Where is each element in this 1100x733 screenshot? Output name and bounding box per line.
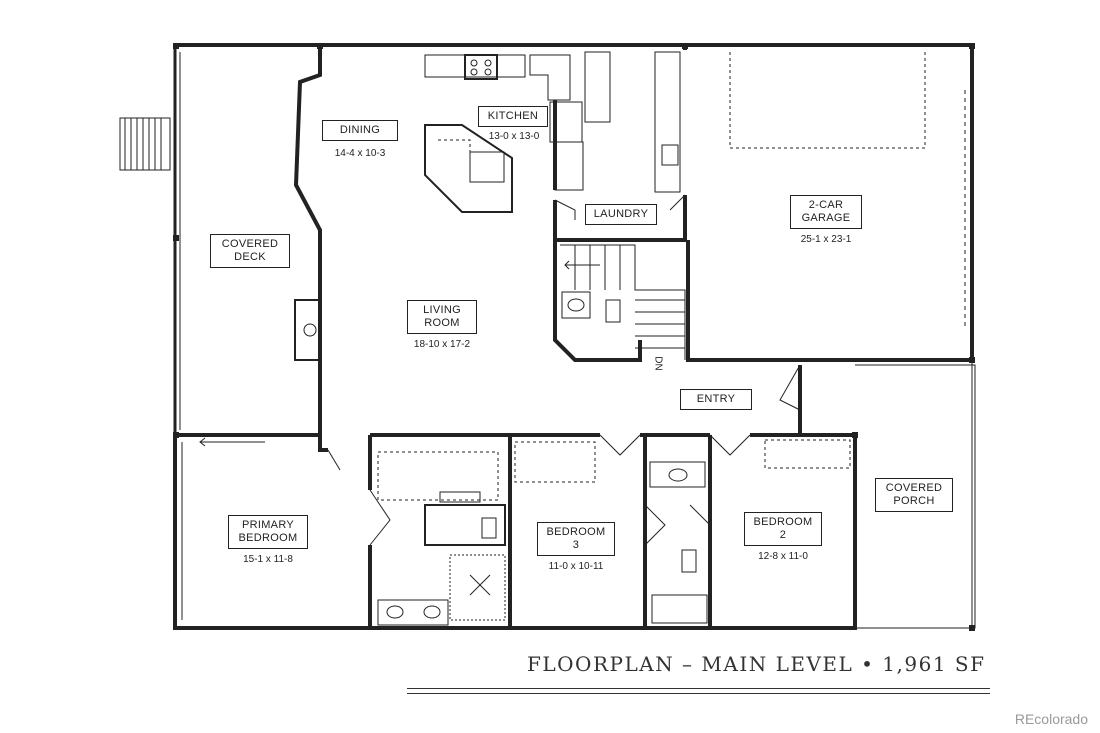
closet-shelf bbox=[377, 451, 499, 501]
bedroom3-closet bbox=[514, 441, 596, 483]
garage-name-line1: 2-CAR bbox=[808, 199, 844, 211]
covered-porch-name-line2: PORCH bbox=[893, 495, 935, 507]
double-vanity bbox=[377, 599, 449, 626]
bedroom3-name-line2: 3 bbox=[572, 539, 580, 551]
garage-size: 25-1 x 23-1 bbox=[800, 234, 852, 245]
laundry-sink bbox=[661, 144, 679, 166]
living-room-label: LIVING ROOM bbox=[407, 300, 477, 334]
entry-name: ENTRY bbox=[696, 393, 736, 405]
porch-outline bbox=[855, 364, 976, 629]
laundry-label: LAUNDRY bbox=[585, 204, 657, 225]
door-swing bbox=[369, 489, 391, 546]
door-swing bbox=[709, 434, 751, 456]
stair-treads bbox=[124, 118, 162, 170]
covered-deck-name-line1: COVERED bbox=[221, 238, 279, 250]
primary-bedroom-label: PRIMARY BEDROOM bbox=[228, 515, 308, 549]
dining-name: DINING bbox=[339, 124, 381, 136]
laundry-name: LAUNDRY bbox=[593, 208, 649, 220]
kitchen-island bbox=[424, 124, 513, 213]
door-swing bbox=[689, 504, 711, 526]
corner-posts bbox=[173, 43, 975, 631]
garage-label: 2-CAR GARAGE bbox=[790, 195, 862, 229]
floorplan-title: FLOORPLAN – MAIN LEVEL • 1,961 SF bbox=[527, 652, 986, 676]
laundry-counter bbox=[654, 51, 681, 193]
exterior-wall bbox=[320, 43, 687, 50]
door-swing bbox=[554, 199, 576, 220]
covered-porch-name-line1: COVERED bbox=[885, 482, 943, 494]
door-swing bbox=[644, 504, 666, 546]
primary-toilet bbox=[481, 517, 497, 539]
primary-toilet-room bbox=[424, 504, 506, 546]
stair-run bbox=[560, 244, 686, 360]
covered-deck-name-line2: DECK bbox=[234, 251, 266, 263]
covered-porch-label: COVERED PORCH bbox=[875, 478, 953, 512]
kitchen-label: KITCHEN bbox=[478, 106, 548, 127]
living-size: 18-10 x 17-2 bbox=[413, 339, 471, 350]
bedroom2-name-line2: 2 bbox=[779, 529, 787, 541]
stair-wall bbox=[553, 240, 642, 362]
living-name-line1: LIVING bbox=[423, 304, 461, 316]
dining-label: DINING bbox=[322, 120, 398, 141]
island-sink bbox=[469, 151, 505, 183]
laundry-wall bbox=[553, 195, 687, 242]
range bbox=[464, 54, 498, 80]
exterior-wall bbox=[293, 45, 328, 452]
primary-size: 15-1 x 11-8 bbox=[243, 554, 293, 565]
powder-sink bbox=[561, 291, 591, 319]
fireplace bbox=[294, 299, 321, 361]
door-swing bbox=[327, 449, 341, 471]
living-name-line2: ROOM bbox=[424, 317, 460, 329]
door-swing bbox=[599, 434, 641, 456]
primary-name-line2: BEDROOM bbox=[238, 532, 298, 544]
stair-down-marker: DN bbox=[652, 356, 664, 371]
kitchen-size: 13-0 x 13-0 bbox=[488, 131, 540, 142]
title-rule-top bbox=[407, 688, 990, 689]
watermark: REcolorado bbox=[1014, 711, 1088, 727]
primary-name-line1: PRIMARY bbox=[241, 519, 295, 531]
door-swing bbox=[669, 194, 686, 211]
garage-name-line2: GARAGE bbox=[801, 212, 851, 224]
kitchen-pantry bbox=[529, 54, 571, 101]
laundry-cabinets bbox=[584, 51, 611, 123]
covered-deck-label: COVERED DECK bbox=[210, 234, 290, 268]
bedroom3-size: 11-0 x 10-11 bbox=[548, 561, 604, 572]
bathtub bbox=[651, 594, 708, 624]
deck-stairs bbox=[119, 117, 171, 171]
bedroom2-size: 12-8 x 11-0 bbox=[758, 551, 808, 562]
bath2-vanity bbox=[649, 461, 706, 488]
garage-door-outline bbox=[729, 52, 926, 149]
powder-toilet bbox=[605, 299, 621, 323]
kitchen-cabinet bbox=[554, 141, 584, 191]
entry-door-swing bbox=[779, 364, 801, 411]
bath2-toilet bbox=[681, 549, 697, 573]
stair-steps bbox=[574, 245, 685, 349]
entry-label: ENTRY bbox=[680, 389, 752, 410]
bedroom2-label: BEDROOM 2 bbox=[744, 512, 822, 546]
vanity bbox=[439, 491, 481, 503]
bedroom3-label: BEDROOM 3 bbox=[537, 522, 615, 556]
title-rule-bottom bbox=[407, 693, 990, 694]
bedroom2-name-line1: BEDROOM bbox=[753, 516, 813, 528]
bedroom3-name-line1: BEDROOM bbox=[546, 526, 606, 538]
bedroom2-closet bbox=[764, 439, 851, 469]
kitchen-name: KITCHEN bbox=[487, 110, 539, 122]
dining-size: 14-4 x 10-3 bbox=[334, 148, 386, 159]
